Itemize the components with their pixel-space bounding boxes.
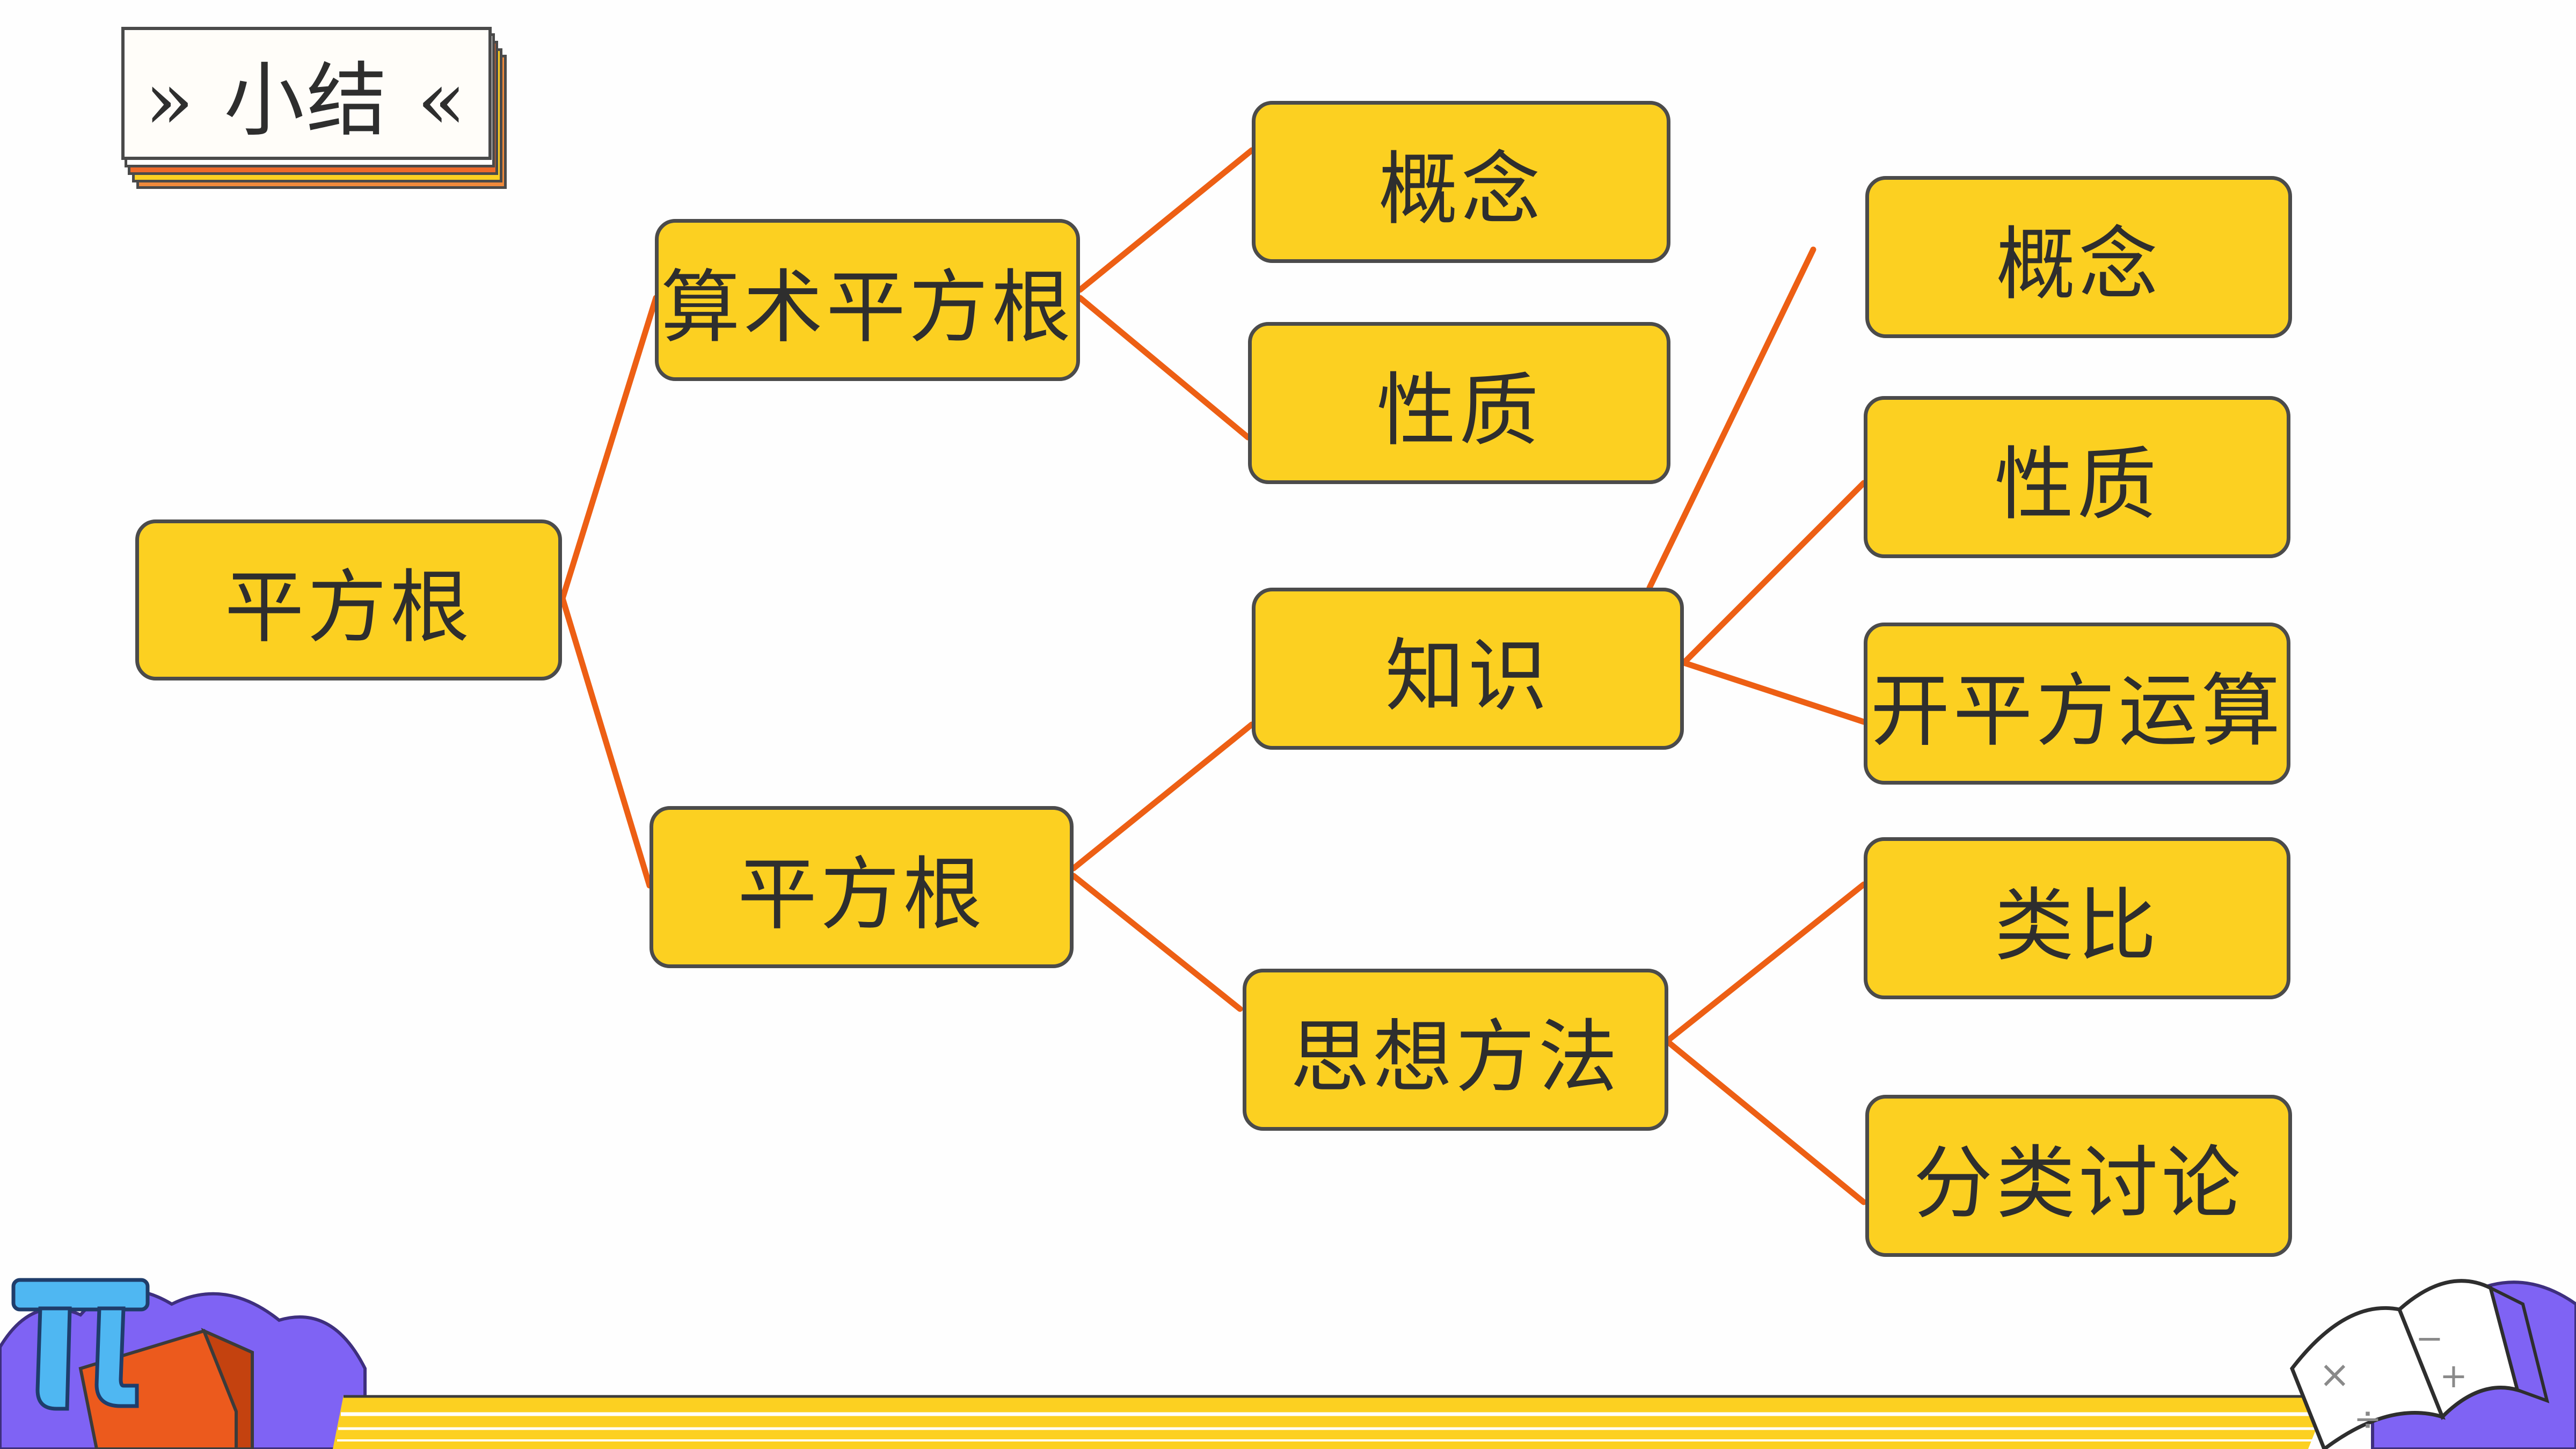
- connector-knowledge-concept: [1646, 246, 1816, 591]
- svg-text:÷: ÷: [2354, 1399, 2382, 1438]
- connector-arith-concept: [1077, 147, 1255, 293]
- node-knowledge: 知识: [1252, 588, 1684, 750]
- node-case-discussion: 分类讨论: [1865, 1095, 2292, 1257]
- footer-band: [333, 1395, 2330, 1449]
- node-knowledge-property: 性质: [1864, 396, 2290, 558]
- node-arithmetic-square-root: 算术平方根: [655, 219, 1080, 381]
- node-knowledge-concept: 概念: [1865, 176, 2292, 338]
- node-root: 平方根: [135, 519, 562, 680]
- svg-text:×: ×: [2319, 1352, 2351, 1396]
- svg-text:−: −: [2416, 1319, 2443, 1358]
- connector-arith-property: [1077, 295, 1251, 441]
- footer-orange-block-side: [201, 1328, 254, 1449]
- svg-text:+: +: [2440, 1356, 2468, 1395]
- connector-root-arithmetic: [559, 295, 659, 602]
- connector-root-square: [559, 595, 653, 889]
- section-title: » 小结 «: [121, 27, 492, 160]
- title-stack: » 小结 «: [121, 27, 508, 191]
- connector-knowledge-property: [1681, 480, 1867, 666]
- node-arith-property: 性质: [1248, 322, 1670, 484]
- connector-methods-analogy: [1665, 881, 1867, 1043]
- connector-methods-case-discussion: [1665, 1039, 1867, 1205]
- book-icon: × ÷ − +: [2290, 1279, 2550, 1449]
- footer-decoration: × ÷ − +: [0, 1278, 2576, 1449]
- node-analogy: 类比: [1864, 837, 2290, 999]
- connector-knowledge-operation: [1681, 660, 1867, 725]
- pi-icon: [11, 1278, 150, 1411]
- connector-square-knowledge: [1070, 721, 1255, 872]
- node-thinking-methods: 思想方法: [1243, 969, 1668, 1131]
- node-arith-concept: 概念: [1252, 101, 1670, 263]
- node-square-root: 平方根: [650, 806, 1074, 968]
- connector-square-methods: [1070, 873, 1243, 1012]
- node-root-extraction: 开平方运算: [1864, 623, 2290, 785]
